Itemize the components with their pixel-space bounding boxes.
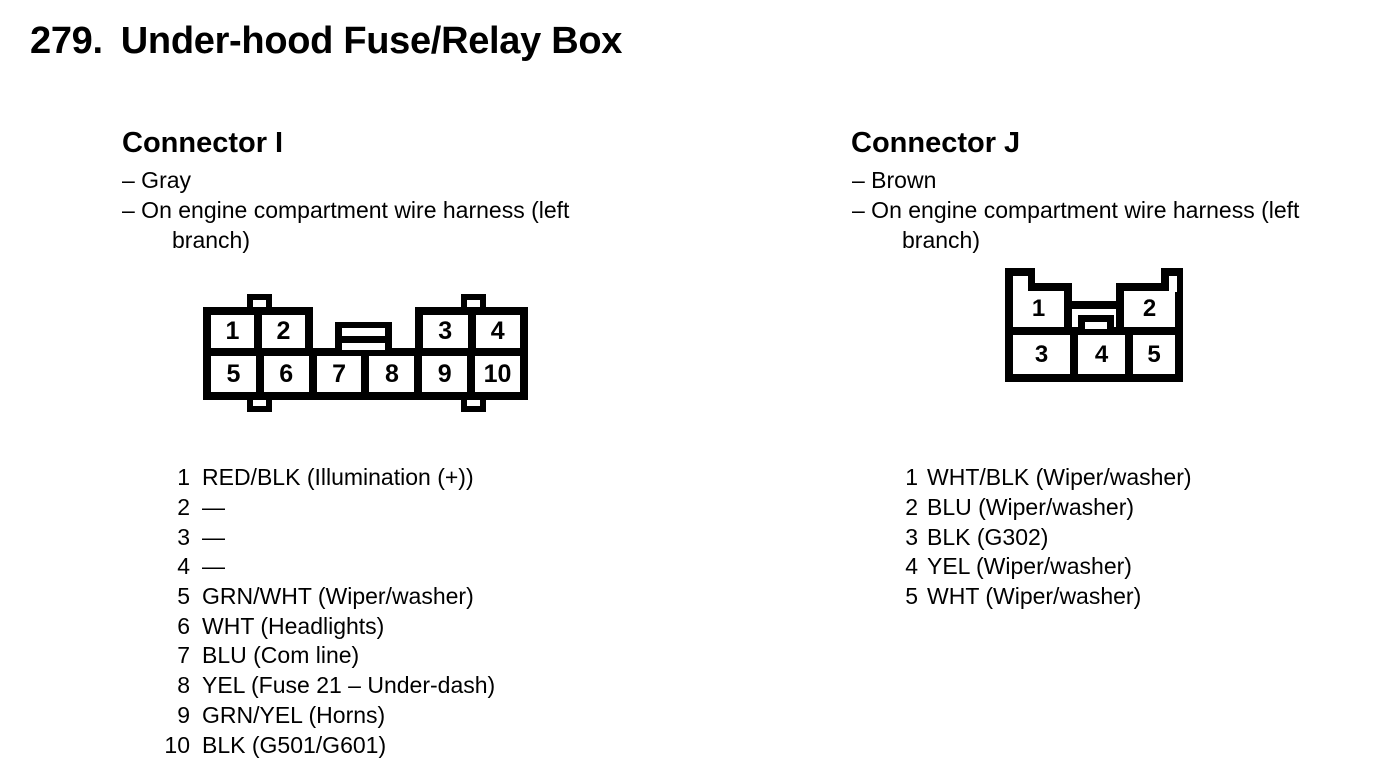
pin-number: 9 <box>177 701 190 728</box>
pin-cell-7: 7 <box>316 356 362 392</box>
connector-i-diagram: 1 2 3 4 5 6 7 8 9 10 <box>200 294 531 414</box>
connector-i-note-location: – On engine compartment wire harness (le… <box>122 197 570 253</box>
pin-description: BLK (G501/G601) <box>202 731 387 758</box>
pin-description: — <box>202 494 225 521</box>
pin-description: BLK (G302) <box>927 523 1049 550</box>
pin-number: 1 <box>905 464 918 491</box>
pin-block-top-right: 3 4 <box>415 307 528 356</box>
pin-cell-1: 1 <box>211 315 254 348</box>
pin-row: 3 BLK (G302) <box>880 522 1192 552</box>
pin-row: 4 YEL (Wiper/washer) <box>880 552 1192 582</box>
pin-cell-5: 5 <box>1133 335 1175 374</box>
pin-block-top-left: 1 2 <box>203 307 313 356</box>
section-title-text: Under-hood Fuse/Relay Box <box>120 20 623 62</box>
pin-row: 5 GRN/WHT (Wiper/washer) <box>152 582 495 612</box>
connector-i-notes: – Gray – On engine compartment wire harn… <box>122 165 622 255</box>
pin-row: 5 WHT (Wiper/washer) <box>880 582 1192 612</box>
pin-number: 8 <box>177 672 190 699</box>
pin-cell-3: 3 <box>1013 335 1070 374</box>
pin-description: WHT/BLK (Wiper/washer) <box>927 464 1192 491</box>
latch-slot <box>342 328 385 336</box>
connector-latch <box>335 322 392 356</box>
pin-description: BLU (Com line) <box>202 642 360 669</box>
pin-number: 7 <box>177 642 190 669</box>
pin-row: 9 GRN/YEL (Horns) <box>152 701 495 731</box>
pin-number: 4 <box>905 553 918 580</box>
pin-cell-2: 2 <box>1124 291 1175 327</box>
pin-cell-5: 5 <box>211 356 256 392</box>
pin-row: 1 WHT/BLK (Wiper/washer) <box>880 463 1192 493</box>
pin-cell-3: 3 <box>423 315 468 348</box>
connector-j-notes: – Brown – On engine compartment wire har… <box>852 165 1352 255</box>
pin-row: 6 WHT (Headlights) <box>152 611 495 641</box>
section-number: 279. <box>30 20 103 62</box>
pin-description: WHT (Headlights) <box>202 612 385 639</box>
pin-description: YEL (Fuse 21 – Under-dash) <box>202 672 496 699</box>
pin-cell-10: 10 <box>475 356 520 392</box>
pin-row: 3— <box>152 522 495 552</box>
pin-number: 10 <box>164 731 190 758</box>
page-title: 279. Under-hood Fuse/Relay Box <box>30 18 622 64</box>
connector-i-note-color: – Gray <box>122 167 192 193</box>
connector-j-note-location: – On engine compartment wire harness (le… <box>852 197 1300 253</box>
latch-slot <box>1085 322 1107 329</box>
pin-description: GRN/YEL (Horns) <box>202 701 386 728</box>
pin-number: 6 <box>177 612 190 639</box>
pin-cell-2: 2 <box>262 315 305 348</box>
tab-interior-left <box>1013 276 1028 294</box>
tab-interior-right <box>1169 276 1177 292</box>
pin-number: 5 <box>177 583 190 610</box>
pin-cell-4: 4 <box>1078 335 1125 374</box>
pin-description: — <box>202 553 225 580</box>
pin-description: — <box>202 523 225 550</box>
pin-cell-8: 8 <box>369 356 415 392</box>
pin-description: WHT (Wiper/washer) <box>927 583 1142 610</box>
pin-row: 2— <box>152 493 495 523</box>
pin-cell-4: 4 <box>475 315 520 348</box>
top-edge-middle <box>1066 301 1124 309</box>
latch-slot <box>342 342 385 350</box>
pin-description: GRN/WHT (Wiper/washer) <box>202 583 474 610</box>
pin-description: BLU (Wiper/washer) <box>927 494 1135 521</box>
connector-j-heading: Connector J <box>851 127 1021 159</box>
pin-row: 8 YEL (Fuse 21 – Under-dash) <box>152 671 495 701</box>
pin-number: 3 <box>905 523 918 550</box>
pin-description: RED/BLK (Illumination (+)) <box>202 464 474 491</box>
pin-cell-6: 6 <box>263 356 309 392</box>
pin-row: 1 RED/BLK (Illumination (+)) <box>152 463 495 493</box>
pin-number: 4 <box>177 553 190 580</box>
connector-j-pin-list: 1 WHT/BLK (Wiper/washer) 2 BLU (Wiper/wash… <box>880 463 1192 612</box>
pin-cell-9: 9 <box>422 356 468 392</box>
pin-row: 2 BLU (Wiper/washer) <box>880 493 1192 523</box>
pin-number: 1 <box>177 464 190 491</box>
connector-i-heading: Connector I <box>122 127 284 159</box>
pin-number: 5 <box>905 583 918 610</box>
pin-cell-1: 1 <box>1013 291 1064 327</box>
pin-number: 2 <box>905 494 918 521</box>
connector-j-note-color: – Brown <box>852 167 937 193</box>
pin-block-bottom: 5 6 7 8 9 10 <box>203 348 528 400</box>
connector-j-diagram: 1 2 3 4 5 <box>1002 266 1186 384</box>
pin-number: 2 <box>177 494 190 521</box>
pin-number: 3 <box>177 523 190 550</box>
pin-row: 4— <box>152 552 495 582</box>
pin-row: 10 BLK (G501/G601) <box>152 730 495 760</box>
pin-row: 7 BLU (Com line) <box>152 641 495 671</box>
pin-description: YEL (Wiper/washer) <box>927 553 1132 580</box>
